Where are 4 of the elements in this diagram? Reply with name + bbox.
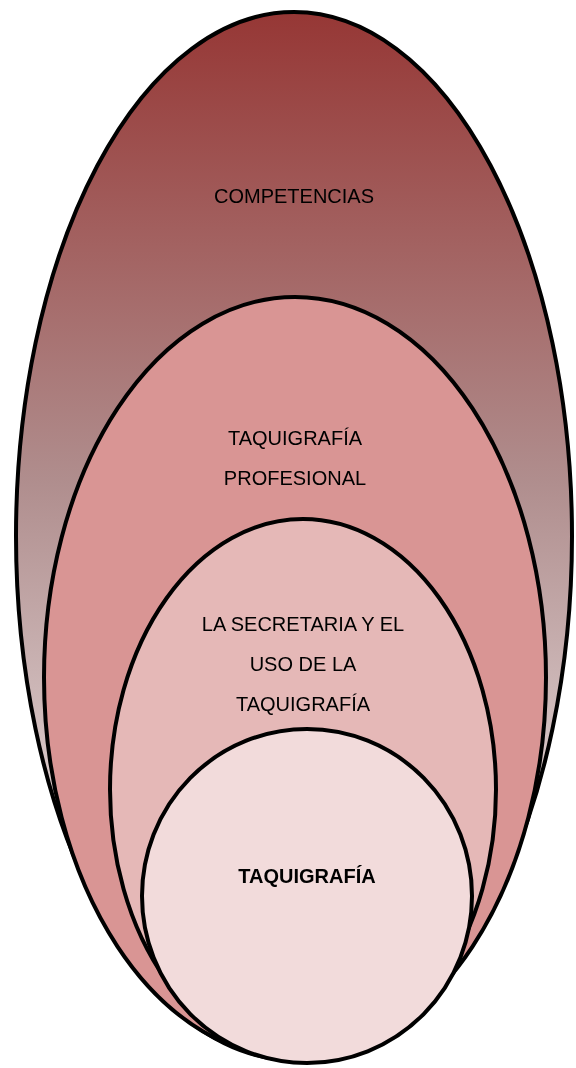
ellipse-label: TAQUIGRAFÍA	[237, 864, 377, 889]
ellipse-label: TAQUIGRAFÍA PROFESIONAL	[222, 426, 368, 491]
ellipse-label: LA SECRETARIA Y EL USO DE LA TAQUIGRAFÍA	[200, 612, 406, 717]
ellipse-label: COMPETENCIAS	[213, 184, 375, 209]
